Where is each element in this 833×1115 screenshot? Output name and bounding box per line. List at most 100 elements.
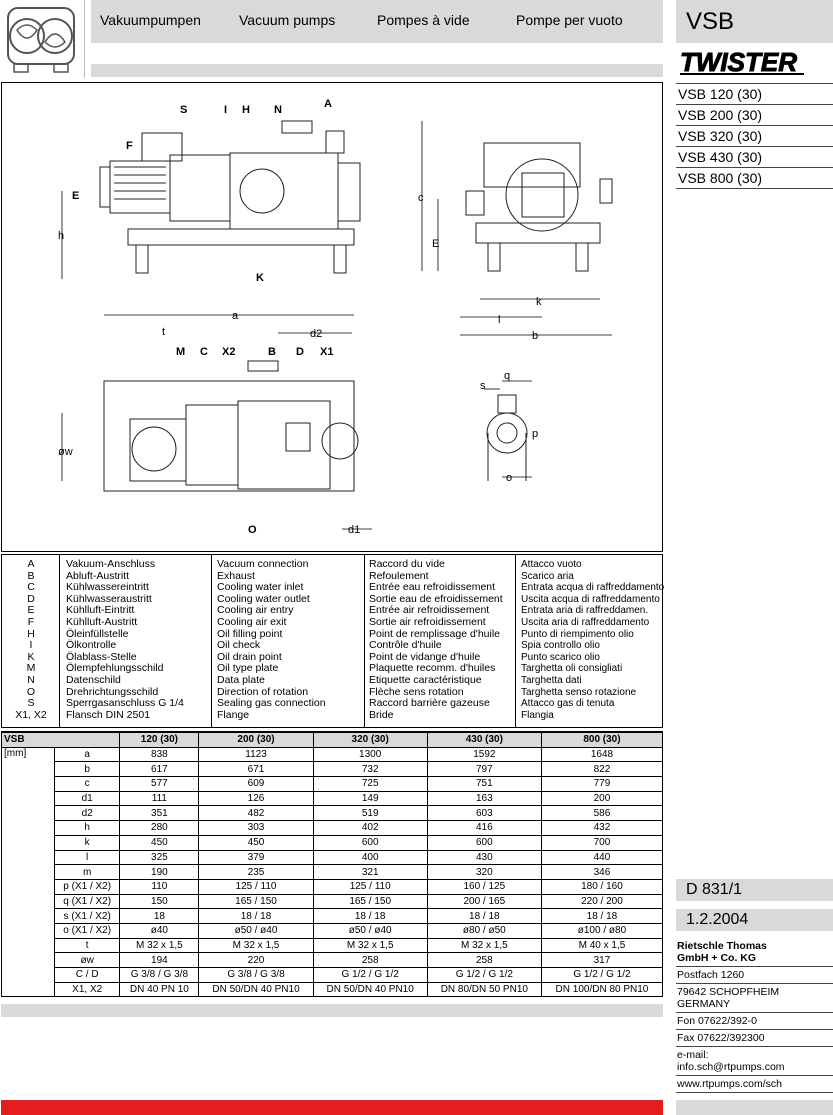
table-cell: 125 / 110 <box>198 878 314 895</box>
table-cell: DN 50/DN 40 PN10 <box>312 981 428 998</box>
legend-item-fr: Entrée air refroidissement <box>369 604 490 617</box>
legend-item-de: Kühlluft-Eintritt <box>66 604 135 617</box>
table-cell: M 40 x 1,5 <box>540 937 664 954</box>
legend-item-codes: K <box>27 650 35 663</box>
legend-item-it: Entrata acqua di raffreddamento <box>521 582 665 594</box>
table-cell: ø50 / ø40 <box>312 922 428 939</box>
table-cell: 317 <box>540 952 664 968</box>
website-link[interactable]: www.rtpumps.com/sch <box>676 1076 833 1093</box>
legend-item-en: Exhaust <box>217 569 255 582</box>
legend-item-en: Sealing gas connection <box>217 697 326 710</box>
technical-drawing: S I H N A F E h K c E k l b a t d2 M C X… <box>1 82 663 552</box>
title-de: Vakuumpumpen <box>100 12 201 28</box>
legend-item-fr: Bride <box>369 708 394 721</box>
legend-item-fr: Plaquette recomm. d'huiles <box>369 662 496 675</box>
label-q: q <box>504 370 510 382</box>
row-label: C / D <box>53 967 121 983</box>
row-label: k <box>53 834 121 851</box>
table-header-cell: 800 (30) <box>540 730 664 748</box>
table-cell: 180 / 160 <box>540 878 664 895</box>
label-B: B <box>268 346 276 358</box>
table-cell: M 32 x 1,5 <box>426 937 542 954</box>
legend-item-fr: Refoulement <box>369 569 429 582</box>
label-C: C <box>200 346 208 358</box>
table-cell: 822 <box>540 761 664 778</box>
legend-item-de: Vakuum-Anschluss <box>66 558 156 570</box>
legend-item-en: Cooling water outlet <box>217 592 310 605</box>
legend-item-de: Ölkontrolle <box>66 639 117 652</box>
legend-item-fr: Point de remplissage d'huile <box>369 627 500 640</box>
table-cell: 200 <box>540 790 664 807</box>
footer-red-band <box>1 1100 663 1115</box>
row-label: d2 <box>53 805 121 822</box>
legend-item-codes: X1, X2 <box>15 708 47 721</box>
legend-item-it: Punto scarico olio <box>521 651 600 663</box>
unit-cell: [mm] <box>1 746 55 998</box>
header-subband <box>91 64 663 77</box>
table-cell: 577 <box>119 776 200 792</box>
legend-item-codes: A <box>27 558 35 570</box>
label-M: M <box>176 346 185 358</box>
footer-band-right <box>676 1100 833 1115</box>
table-cell: 482 <box>198 805 314 822</box>
label-h: h <box>58 230 64 242</box>
row-label: m <box>53 864 121 880</box>
legend-item-fr: Sortie eau de efroidissement <box>369 592 503 605</box>
row-label: q (X1 / X2) <box>53 893 121 910</box>
table-cell: 320 <box>426 864 542 880</box>
table-cell: G 1/2 / G 1/2 <box>426 967 542 983</box>
label-a: a <box>232 310 239 322</box>
email-link[interactable]: info.sch@rtpumps.com <box>677 1061 785 1073</box>
table-cell: DN 40 PN 10 <box>119 981 200 998</box>
footer-band <box>1 1004 663 1017</box>
table-cell: 617 <box>119 761 200 778</box>
table-cell: 18 / 18 <box>312 908 428 924</box>
legend-item-codes: D <box>27 592 35 605</box>
label-t: t <box>162 326 165 338</box>
legend-item-it: Targhetta dati <box>521 674 582 686</box>
table-header-cell: 120 (30) <box>119 730 200 748</box>
postfach: Postfach 1260 <box>676 967 833 984</box>
table-cell: 200 / 165 <box>426 893 542 910</box>
label-D: D <box>296 346 304 358</box>
table-cell: 450 <box>119 834 200 851</box>
header-titles: Vakuumpumpen Vacuum pumps Pompes à vide … <box>91 0 663 43</box>
table-cell: 671 <box>198 761 314 778</box>
row-label: d1 <box>53 790 121 807</box>
table-cell: 165 / 150 <box>312 893 428 910</box>
legend-item-en: Data plate <box>217 673 265 686</box>
table-cell: 519 <box>312 805 428 822</box>
table-cell: 586 <box>540 805 664 822</box>
table-cell: 303 <box>198 820 314 836</box>
table-cell: 1300 <box>312 746 428 763</box>
table-header-cell: 320 (30) <box>312 730 428 748</box>
table-cell: 1123 <box>198 746 314 763</box>
legend-item-codes: H <box>27 627 35 640</box>
table-cell: ø50 / ø40 <box>198 922 314 939</box>
legend-item-codes: E <box>27 604 35 617</box>
brand-logo: TWISTER <box>678 47 806 78</box>
table-cell: G 3/8 / G 3/8 <box>119 967 200 983</box>
legend-item-codes: M <box>26 662 36 675</box>
table-cell: 838 <box>119 746 200 763</box>
table-cell: M 32 x 1,5 <box>119 937 200 954</box>
table-cell: 600 <box>426 834 542 851</box>
table-cell: 160 / 125 <box>426 878 542 895</box>
legend-item-en: Oil check <box>217 639 261 652</box>
label-s: s <box>480 380 486 392</box>
series-band: VSB <box>676 0 833 43</box>
table-cell: 258 <box>426 952 542 968</box>
legend-item-fr: Contrôle d'huile <box>369 639 442 652</box>
legend-item-en: Cooling air exit <box>217 615 287 628</box>
table-cell: G 1/2 / G 1/2 <box>312 967 428 983</box>
legend-item-en: Oil drain point <box>217 650 282 663</box>
label-d1: d1 <box>348 524 360 536</box>
legend-item-de: Kühlluft-Austritt <box>66 615 138 628</box>
legend-item-de: Datenschild <box>66 673 121 686</box>
